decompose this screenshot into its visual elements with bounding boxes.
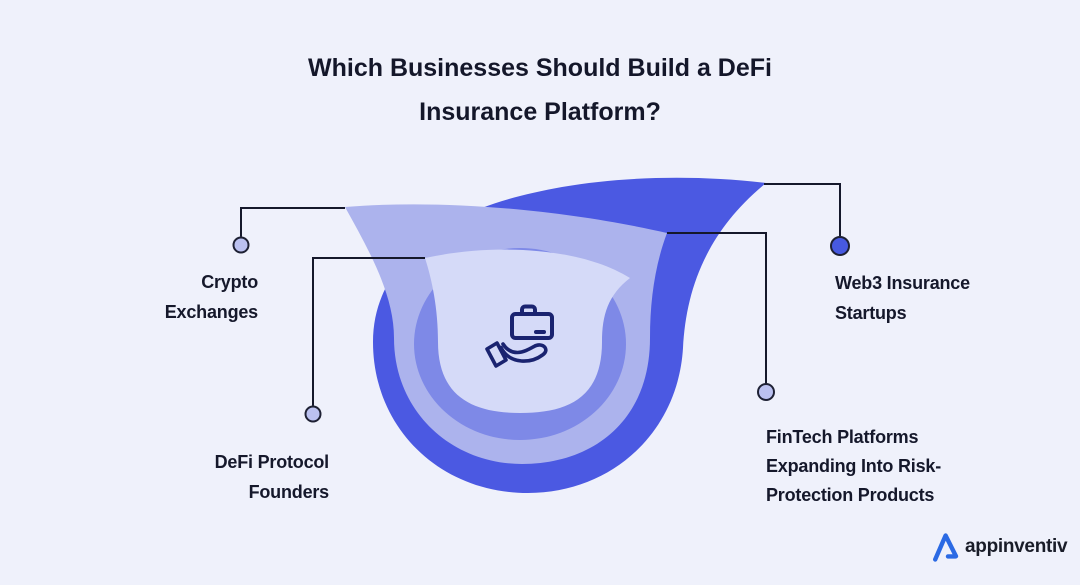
- label-web3-line1: Web3 Insurance: [835, 273, 970, 293]
- dot-defi: [304, 405, 322, 423]
- briefcase-in-hand-icon: [485, 304, 554, 368]
- dot-fintech: [757, 383, 775, 401]
- brand-logo-text: appinventiv: [965, 535, 1068, 557]
- connector-dots: [232, 236, 850, 423]
- label-web3-line2: Startups: [835, 303, 907, 323]
- page-title: Which Businesses Should Build a DeFi Ins…: [0, 46, 1080, 134]
- label-fintech-platforms: FinTech Platforms Expanding Into Risk- P…: [766, 423, 941, 510]
- connector-lines: [240, 183, 841, 406]
- label-defi-line2: Founders: [248, 482, 330, 502]
- appinventiv-a-icon: [933, 533, 959, 562]
- brand-logo: appinventiv: [933, 531, 1068, 562]
- label-defi-line1: DeFi Protocol: [214, 452, 330, 472]
- swirl-center-shape: [425, 249, 630, 413]
- label-web3-insurance-startups: Web3 Insurance Startups: [835, 268, 970, 328]
- connector-fintech: [667, 232, 767, 384]
- label-fintech-line2: Expanding Into Risk-: [766, 456, 942, 476]
- page-title-line1: Which Businesses Should Build a DeFi: [308, 54, 772, 82]
- dot-web3: [830, 236, 850, 256]
- label-crypto-line2: Exchanges: [164, 302, 258, 322]
- swirl-graphic: [345, 177, 766, 494]
- label-crypto-exchanges: Crypto Exchanges: [165, 267, 258, 327]
- connector-crypto: [240, 207, 345, 237]
- label-fintech-line3: Protection Products: [766, 485, 935, 505]
- connector-web3: [764, 183, 841, 236]
- dot-crypto: [232, 236, 250, 254]
- label-defi-protocol-founders: DeFi Protocol Founders: [214, 447, 330, 507]
- connector-defi: [312, 257, 425, 406]
- label-fintech-line1: FinTech Platforms: [766, 427, 919, 447]
- label-crypto-line1: Crypto: [201, 272, 258, 292]
- page-title-line2: Insurance Platform?: [419, 98, 661, 126]
